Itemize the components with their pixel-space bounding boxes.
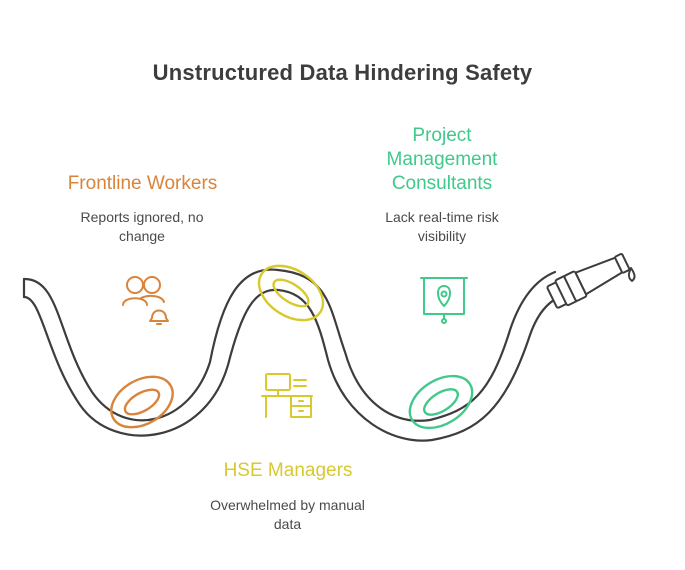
nozzle-icon bbox=[546, 253, 636, 309]
desc-hse-managers: Overwhelmed by manual data bbox=[210, 497, 365, 532]
label-frontline-workers: Frontline Workers bbox=[67, 173, 218, 194]
hose-outline-inner bbox=[22, 288, 570, 442]
desk-computer-icon bbox=[261, 373, 313, 418]
knot-yellow bbox=[257, 264, 325, 322]
presentation-board-icon bbox=[420, 277, 468, 324]
knot-orange bbox=[110, 375, 174, 429]
hose bbox=[22, 268, 570, 442]
knot-green bbox=[408, 374, 474, 430]
desc-frontline-workers: Reports ignored, no change bbox=[80, 209, 204, 244]
page-title: Unstructured Data Hindering Safety bbox=[152, 60, 533, 85]
workers-bell-icon bbox=[122, 276, 169, 325]
label-project-management-consultants: Project Management Consultants bbox=[386, 125, 498, 194]
desc-project-management-consultants: Lack real-time risk visibility bbox=[385, 209, 499, 244]
label-hse-managers: HSE Managers bbox=[223, 460, 353, 481]
hose-outline-outer bbox=[22, 268, 557, 422]
